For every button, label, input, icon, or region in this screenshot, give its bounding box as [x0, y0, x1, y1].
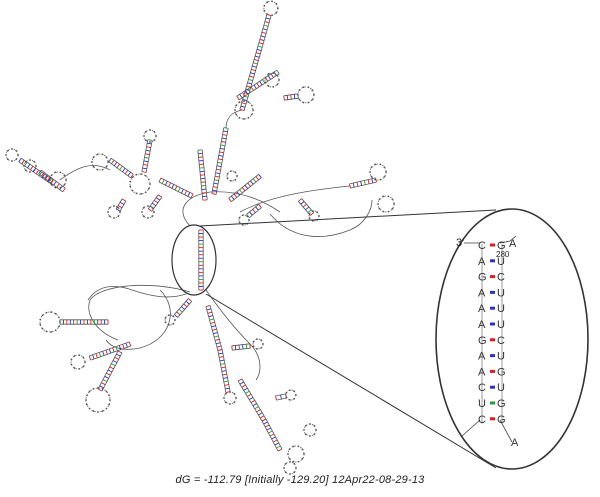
helix-stem	[349, 177, 377, 189]
hairpin-loop	[303, 423, 317, 437]
hairpin-loop	[226, 170, 238, 182]
inset-loop-connector	[499, 235, 517, 244]
helix-stem	[147, 194, 163, 212]
hairpin-loop	[223, 391, 237, 405]
backbone-segment	[225, 109, 243, 129]
inset-left-base-5: A	[478, 319, 486, 331]
rna-overview-structure	[5, 0, 395, 475]
inset-right-base-3: U	[497, 287, 505, 299]
helix-stem	[115, 198, 127, 212]
hairpin-loop	[369, 163, 387, 181]
hairpin-loop	[287, 445, 305, 463]
right-arm	[239, 185, 351, 213]
zoom-connector-lines	[199, 209, 497, 469]
inset-right-base-2: C	[497, 272, 505, 284]
helix-stem	[158, 177, 194, 199]
helix-stem	[259, 0, 279, 42]
hairpin-loop	[143, 129, 157, 143]
inset-left-base-6: G	[478, 335, 487, 347]
helix-stem	[59, 319, 109, 325]
hairpin-loop	[141, 205, 155, 219]
helix-stem	[217, 349, 231, 393]
inset-index-label: 280	[496, 250, 510, 259]
helix-stem	[97, 350, 123, 392]
inset-left-base-0: C	[478, 240, 486, 252]
free-energy-caption: dG = -112.79 [Initially -129.20] 12Apr22…	[175, 474, 425, 486]
inset-left-base-8: A	[478, 366, 486, 378]
helix-stem	[108, 157, 134, 179]
inset-left-tail	[461, 419, 481, 437]
helix-stem	[231, 343, 251, 351]
inset-left-base-3: A	[478, 287, 486, 299]
hairpin-loop	[5, 148, 19, 162]
helix-stem	[38, 169, 66, 193]
helix-stem	[236, 69, 280, 101]
inset-left-base-9: C	[478, 382, 486, 394]
inset-left-base-2: G	[478, 272, 487, 284]
helix-stem	[261, 418, 283, 452]
helix-stem	[174, 298, 192, 318]
lower-right-arm	[205, 289, 261, 381]
hairpin-loop	[39, 311, 61, 333]
zoom-line-top	[199, 209, 497, 227]
helix-stem	[275, 389, 297, 401]
hairpin-loop	[263, 0, 279, 17]
inset-right-base-5: U	[497, 319, 505, 331]
helix-stem	[237, 378, 267, 422]
helix-stem	[211, 127, 229, 195]
inset-left-base-10: U	[478, 398, 486, 410]
helix-stem	[283, 86, 315, 104]
inset-right-base-11: G	[497, 414, 506, 426]
inset-right-base-8: G	[497, 366, 506, 378]
hairpin-loop	[252, 338, 264, 350]
hairpin-loop	[283, 461, 297, 475]
helix-stem	[198, 229, 204, 291]
hairpin-loop	[285, 389, 297, 401]
inset-left-base-1: A	[478, 256, 486, 268]
hairpin-loop	[377, 195, 395, 213]
inset-right-base-0: G	[497, 240, 506, 252]
inset-loop-base: A	[509, 238, 517, 250]
inset-right-base-7: U	[497, 351, 505, 363]
inset-strand-end-label: 3'	[456, 237, 464, 249]
lower-left-loop	[88, 284, 191, 341]
inset-left-base-4: A	[478, 303, 486, 315]
hairpin-loop	[164, 314, 176, 326]
inset-right-tail	[499, 419, 513, 443]
inset-right-base-9: U	[497, 382, 505, 394]
inset-left-base-11: C	[478, 414, 486, 426]
helix-stem	[205, 304, 223, 352]
hairpin-loop	[264, 72, 280, 88]
multiloop-left	[87, 286, 187, 301]
inset-right-base-6: C	[497, 335, 505, 347]
inset-right-base-10: G	[497, 398, 506, 410]
helix-stem	[88, 341, 132, 361]
hairpin-loop	[129, 173, 151, 195]
helix-stem	[239, 38, 265, 112]
helix-stem	[246, 204, 262, 218]
helix-stem	[141, 139, 153, 173]
helix-stem	[298, 198, 314, 216]
backbone-segment	[59, 165, 111, 181]
helix-stem	[197, 149, 208, 201]
highlight-ellipse	[171, 224, 217, 296]
lower-left-inner	[105, 289, 171, 350]
hairpin-loop	[91, 153, 109, 171]
hairpin-loop	[70, 354, 86, 370]
zoom-line-bottom	[205, 293, 497, 469]
inset-right-base-1: U	[497, 256, 505, 268]
hairpin-loop	[107, 205, 121, 219]
inset-left-base-7: A	[478, 351, 486, 363]
helix-stem	[18, 157, 54, 185]
inset-bottom-base: A	[511, 437, 519, 449]
hairpin-loop	[85, 387, 111, 413]
hairpin-loop	[234, 100, 254, 120]
hairpin-loop	[297, 86, 315, 104]
helix-stem	[228, 173, 262, 203]
inset-right-base-4: U	[497, 303, 505, 315]
right-loop	[269, 199, 373, 237]
inset-ellipse	[435, 208, 589, 470]
